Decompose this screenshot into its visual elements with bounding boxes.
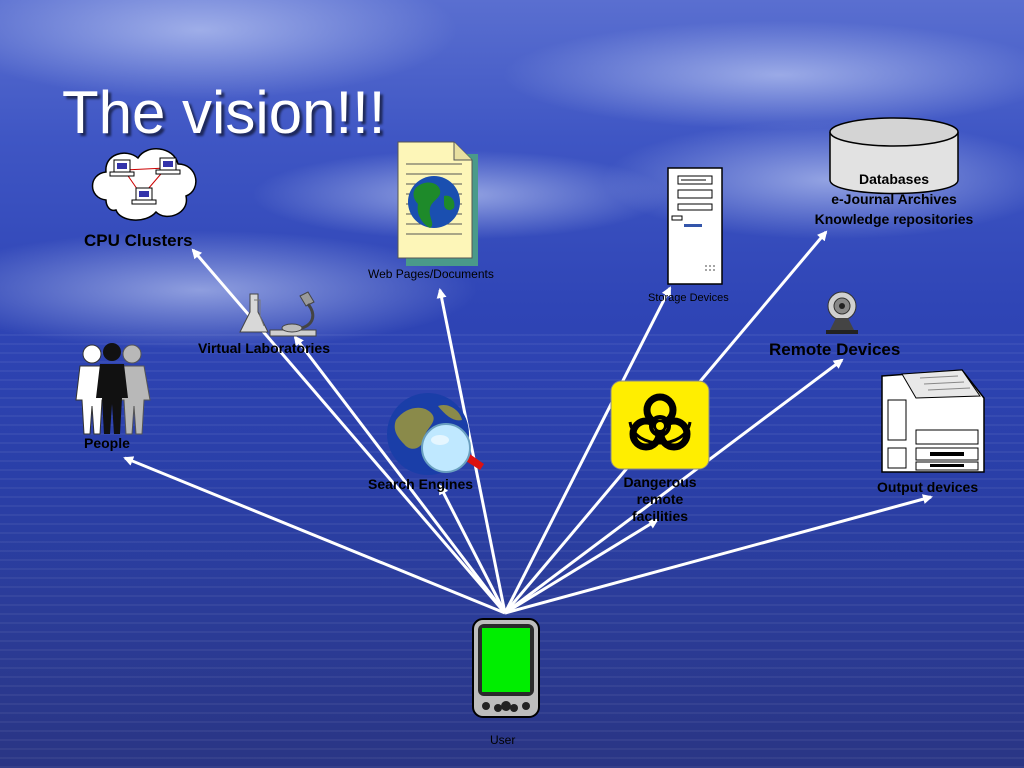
cpu-clusters-label: CPU Clusters bbox=[84, 231, 193, 250]
arrow-web-pages bbox=[436, 288, 507, 614]
arrow-dangerous-facilities bbox=[504, 518, 659, 615]
virtual-labs-label: Virtual Laboratories bbox=[198, 340, 331, 356]
output-devices-label: Output devices bbox=[877, 479, 979, 495]
people-group-icon bbox=[75, 343, 151, 435]
dangerous-label-line2: remote bbox=[636, 491, 684, 507]
search-engines-label: Search Engines bbox=[368, 476, 474, 492]
remote-devices-label: Remote Devices bbox=[769, 340, 901, 359]
people-label: People bbox=[84, 435, 130, 451]
databases-label-line3: Knowledge repositories bbox=[814, 211, 974, 227]
cloud-streak bbox=[500, 20, 1024, 130]
document-globe-icon bbox=[397, 141, 478, 266]
arrow-storage-devices bbox=[503, 286, 672, 614]
databases-label: Databases e-Journal Archives Knowledge r… bbox=[790, 169, 998, 229]
dangerous-label-line3: facilities bbox=[631, 508, 689, 524]
slide-title: The vision!!! bbox=[62, 79, 386, 146]
cpu-cluster-cloud-icon bbox=[91, 148, 197, 221]
databases-label-line1: Databases bbox=[858, 171, 930, 187]
biohazard-icon bbox=[610, 380, 710, 470]
search-globe-magnifier-icon bbox=[387, 393, 484, 475]
arrow-cpu-clusters bbox=[191, 248, 507, 614]
arrow-search-engines bbox=[438, 484, 507, 614]
storage-devices-label: Storage Devices bbox=[648, 292, 729, 304]
arrow-virtual-labs bbox=[293, 335, 507, 614]
lab-flask-microscope-icon bbox=[239, 291, 317, 337]
storage-tower-icon bbox=[667, 167, 723, 285]
user-label: User bbox=[490, 733, 516, 747]
webcam-icon bbox=[826, 291, 858, 334]
arrow-people bbox=[123, 456, 506, 615]
pda-device-icon bbox=[472, 618, 540, 718]
arrow-remote-devices bbox=[504, 358, 844, 615]
arrow-output-devices bbox=[504, 494, 933, 615]
databases-label-line2: e-Journal Archives bbox=[831, 191, 957, 207]
dangerous-facilities-label: Dangerous remote facilities bbox=[610, 474, 710, 525]
web-pages-label: Web Pages/Documents bbox=[368, 267, 494, 281]
printer-icon bbox=[881, 369, 985, 473]
dangerous-label-line1: Dangerous bbox=[623, 474, 697, 490]
database-cylinder-icon bbox=[829, 117, 959, 195]
